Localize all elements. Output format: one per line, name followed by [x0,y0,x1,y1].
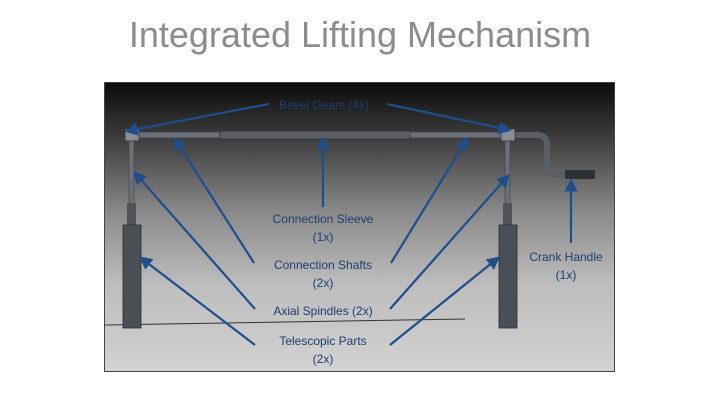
left-spindle [128,140,135,210]
right-spindle-collar [503,203,512,225]
mechanism-render: Bevel Gears (4x) Connection Sleeve (1x) … [104,82,615,372]
left-spindle-collar [127,203,136,225]
label-connection-sleeve: Connection Sleeve (1x) [272,212,374,244]
label-crank-handle: Crank Handle (1x) [529,250,603,282]
left-gearbox [124,128,140,142]
right-gearbox [500,128,516,142]
right-spindle [504,140,511,210]
label-axial-spindles: Axial Spindles (2x) [273,304,373,318]
right-telescopic-column [498,224,518,329]
label-telescopic-parts: Telescopic Parts (2x) [279,334,367,366]
connection-sleeve-shape [219,130,411,140]
crank-grip [565,170,595,179]
label-bevel-gears: Bevel Gears (4x) [278,98,370,112]
label-connection-shafts: Connection Shafts (2x) [273,258,373,290]
slide-title: Integrated Lifting Mechanism [128,14,592,55]
crank-arm [506,132,568,178]
left-telescopic-column [122,224,142,329]
